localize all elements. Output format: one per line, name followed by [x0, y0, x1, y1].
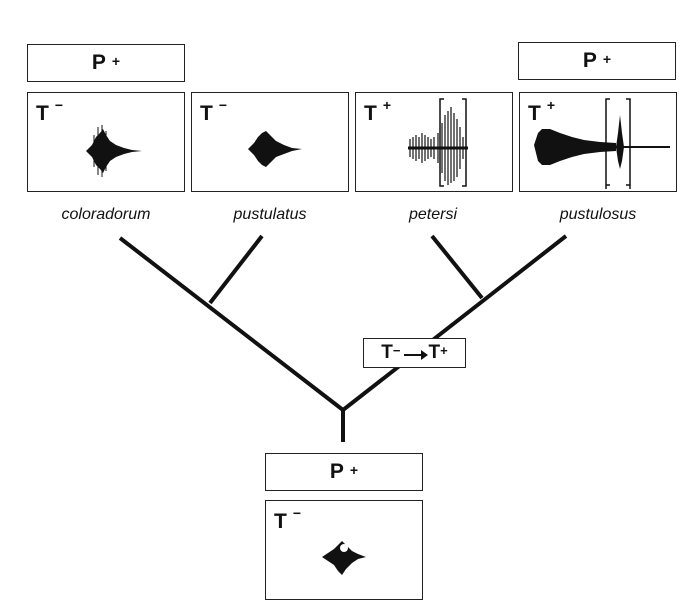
transition-label: T− T+ [363, 338, 466, 368]
branch-pustulatus [208, 234, 264, 305]
t-label: T− [200, 97, 228, 125]
call-waveform [322, 541, 366, 575]
call-box-pustulosus: T+ [519, 92, 677, 192]
species-name-petersi: petersi [408, 206, 458, 223]
call-waveform [86, 125, 142, 177]
transition-to: T [428, 342, 441, 363]
branch-pustulosus [341, 234, 568, 412]
species-name-pustulosus: pustulosus [559, 206, 637, 223]
species-name-pustulatus: pustulatus [233, 206, 307, 223]
call-waveform [248, 131, 302, 167]
p-box-ancestor: P+ [265, 453, 423, 491]
call-waveform [534, 98, 670, 189]
species-name-coloradorum: coloradorum [61, 206, 151, 223]
p-label: P [91, 51, 106, 74]
p-sign: + [602, 51, 612, 67]
call-box-pustulatus: T− [191, 92, 349, 192]
branch-coloradorum [118, 236, 345, 412]
t-label: T+ [528, 97, 556, 125]
call-box-coloradorum: T− [27, 92, 185, 192]
t-label: T− [36, 97, 64, 125]
call-waveform [408, 98, 468, 187]
t-label: T− [274, 505, 302, 533]
p-box-pustulosus: P+ [518, 42, 676, 80]
transition-from: T [381, 342, 393, 363]
p-box-coloradorum: P+ [27, 44, 185, 82]
p-label: P [582, 49, 597, 72]
arrow-icon [403, 350, 428, 360]
p-sign: + [349, 462, 359, 478]
t-label: T+ [364, 97, 392, 125]
p-label: P [329, 460, 344, 483]
call-box-petersi: T+ [355, 92, 513, 192]
branch-petersi [430, 234, 484, 300]
p-sign: + [111, 53, 121, 69]
call-box-ancestor: T− [265, 500, 423, 600]
